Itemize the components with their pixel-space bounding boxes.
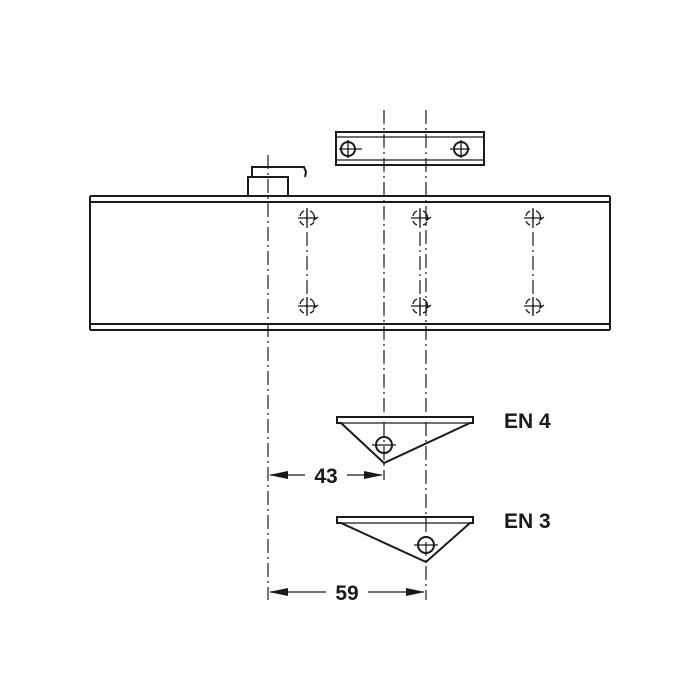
bracket-en4: EN 4 — [336, 410, 551, 465]
mounting-plate — [335, 131, 485, 166]
arm-block — [247, 166, 308, 197]
bracket-en3: EN 3 — [336, 510, 551, 564]
screw-marker-icon — [411, 209, 432, 227]
arrow-right-icon — [406, 588, 425, 596]
screw-marker-icon — [524, 297, 545, 315]
screw-marker-icon — [298, 209, 319, 227]
closer-body — [89, 195, 611, 331]
arrow-left-icon — [269, 471, 288, 479]
screw-marker-icon — [298, 297, 319, 315]
bracket-label-en3: EN 3 — [504, 510, 551, 533]
dimension-label: 43 — [314, 465, 337, 488]
screw-marker-icon — [411, 297, 432, 315]
dimension-43: 43 — [269, 465, 383, 488]
bracket-label-en4: EN 4 — [504, 410, 551, 433]
screw-markers — [298, 209, 545, 315]
arrow-right-icon — [364, 471, 383, 479]
dimension-label: 59 — [335, 582, 358, 605]
dimension-59: 59 — [269, 582, 425, 605]
centerlines — [267, 110, 534, 600]
screw-marker-icon — [524, 209, 545, 227]
arrow-left-icon — [269, 588, 288, 596]
